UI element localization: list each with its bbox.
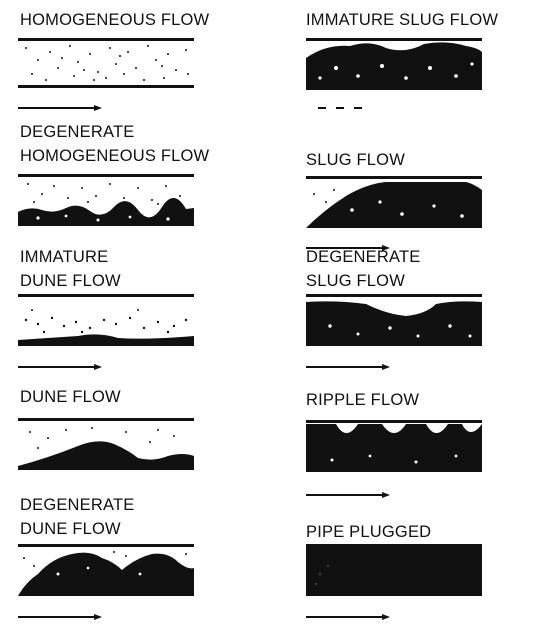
label-immature-slug-flow: IMMATURE SLUG FLOW <box>306 11 499 29</box>
dune-flow-illustration <box>18 418 194 470</box>
panel-pipe-plugged <box>306 544 482 596</box>
panel-degenerate-slug-flow <box>306 294 482 346</box>
flow-arrow-pipe-plugged <box>306 607 390 620</box>
label-dune-flow: DUNE FLOW <box>20 388 121 406</box>
panel-homogeneous-flow <box>18 38 194 90</box>
flow-arrow-ripple <box>306 485 390 498</box>
degenerate-homogeneous-flow-illustration <box>18 174 194 226</box>
label-pipe-plugged: PIPE PLUGGED <box>306 523 432 541</box>
dispersed-particles <box>25 45 189 81</box>
panel-ripple-flow <box>306 420 482 472</box>
label-immature-dune-flow: IMMATURE DUNE FLOW <box>20 248 121 290</box>
flow-arrow-immature-dune <box>18 357 102 370</box>
panel-degenerate-homogeneous-flow <box>18 174 194 226</box>
flow-arrow-degenerate-slug <box>306 357 390 370</box>
immature-dune-flow-illustration <box>18 294 194 346</box>
flow-arrow-slug <box>306 238 390 251</box>
pipe-plugged-illustration <box>306 544 482 596</box>
label-degenerate-slug-flow: DEGENERATE SLUG FLOW <box>306 248 421 290</box>
ripple-flow-illustration <box>306 420 482 472</box>
flow-arrow-homogeneous <box>18 98 102 111</box>
panel-immature-slug-flow <box>306 38 482 90</box>
slug-flow-illustration <box>306 176 482 228</box>
flow-arrow-immature-slug <box>318 98 378 109</box>
panel-immature-dune-flow <box>18 294 194 346</box>
label-ripple-flow: RIPPLE FLOW <box>306 391 420 409</box>
panel-dune-flow <box>18 418 194 470</box>
flow-arrow-degenerate-dune <box>18 607 102 620</box>
degenerate-dune-flow-illustration <box>18 544 194 596</box>
immature-slug-flow-illustration <box>306 38 482 90</box>
panel-slug-flow <box>306 176 482 228</box>
label-slug-flow: SLUG FLOW <box>306 151 405 169</box>
label-degenerate-dune-flow: DEGENERATE DUNE FLOW <box>20 496 135 538</box>
degenerate-slug-flow-illustration <box>306 294 482 346</box>
homogeneous-flow-illustration <box>18 38 194 88</box>
label-homogeneous-flow: HOMOGENEOUS FLOW <box>20 11 210 29</box>
label-degenerate-homogeneous-flow: DEGENERATE HOMOGENEOUS FLOW <box>20 123 210 165</box>
panel-degenerate-dune-flow <box>18 544 194 596</box>
